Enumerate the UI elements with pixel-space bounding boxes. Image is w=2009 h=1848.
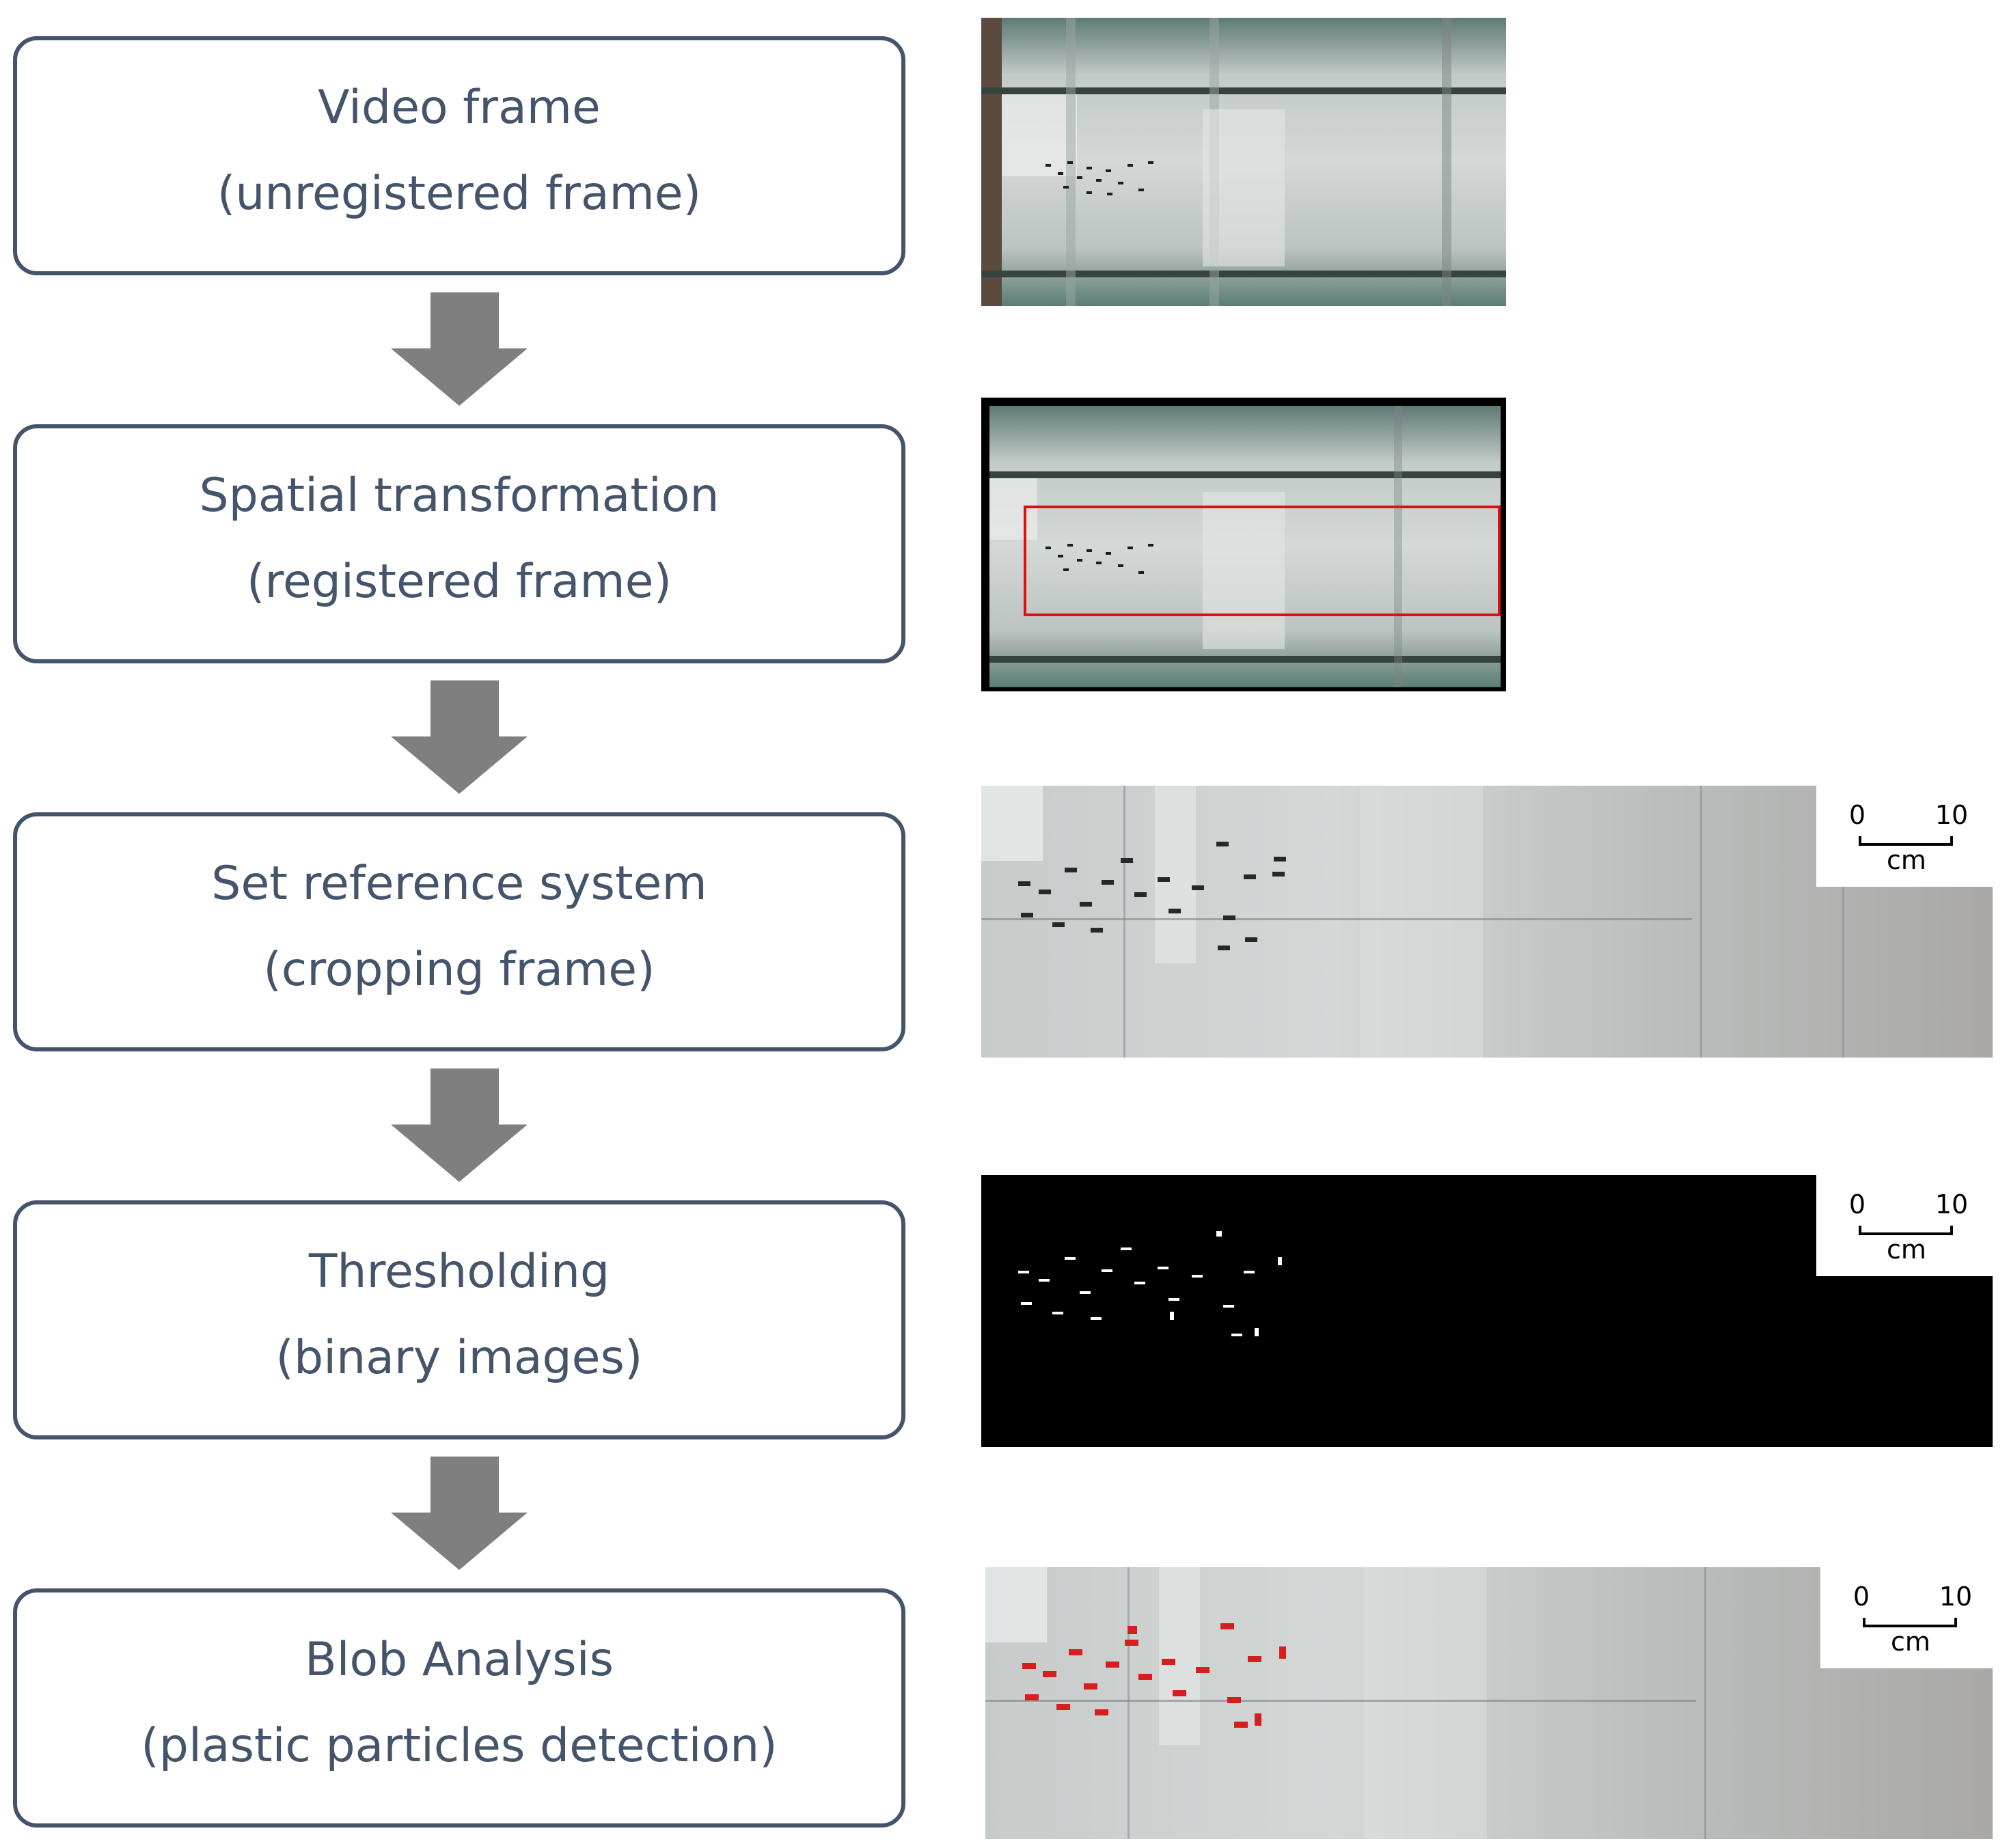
step-subtitle: (cropping frame): [263, 943, 655, 997]
step-box-set-reference-system-border: [13, 812, 905, 1051]
particle-cluster: [1018, 842, 1286, 950]
binary-image: 0 10 cm: [981, 1175, 1993, 1447]
scale-bar-unit: cm: [1891, 1627, 1930, 1657]
step-box-thresholding: Thresholding (binary images): [13, 1200, 905, 1439]
scale-bar-unit: cm: [1887, 1235, 1926, 1265]
scale-bar: 0 10 cm: [1853, 1582, 1972, 1657]
step-title: Thresholding: [308, 1245, 610, 1299]
detected-blob-cluster: [1022, 1623, 1286, 1728]
particle-cluster: [1046, 161, 1153, 195]
step-box-video-frame-border: [13, 36, 905, 275]
step-title: Spatial transformation: [199, 469, 719, 523]
cropped-frame-image: 0 10 cm: [981, 786, 1993, 1058]
down-arrow-icon: [391, 680, 528, 794]
step-subtitle: (plastic particles detection): [141, 1719, 777, 1773]
step-box-blob-analysis: Blob Analysis (plastic particles detecti…: [13, 1588, 905, 1828]
scale-bar-start: 0: [1849, 800, 1866, 830]
particle-cluster: [1046, 544, 1153, 574]
step-title: Video frame: [318, 81, 601, 135]
scale-bar: 0 10 cm: [1849, 800, 1968, 875]
step-box-thresholding-border: [13, 1200, 905, 1439]
step-box-spatial-transformation-border: [13, 424, 905, 663]
step-subtitle: (binary images): [276, 1331, 643, 1385]
scale-bar-end: 10: [1939, 1582, 1972, 1612]
scale-bar-start: 0: [1853, 1582, 1870, 1612]
step-box-set-reference-system: Set reference system (cropping frame): [13, 812, 905, 1051]
step-subtitle: (unregistered frame): [217, 167, 701, 221]
scale-bar-end: 10: [1935, 1189, 1968, 1219]
particle-cluster: [1018, 1231, 1282, 1336]
step-box-video-frame: Video frame (unregistered frame): [13, 36, 905, 275]
video-frame-image: [981, 18, 1506, 306]
down-arrow-icon: [391, 1457, 528, 1570]
scale-bar: 0 10 cm: [1849, 1189, 1968, 1265]
roi-rectangle: [1024, 506, 1501, 616]
step-box-spatial-transformation: Spatial transformation (registered frame…: [13, 424, 905, 663]
blob-analysis-image: 0 10 cm: [985, 1567, 1993, 1839]
down-arrow-icon: [391, 1068, 528, 1182]
step-title: Set reference system: [211, 857, 707, 911]
down-arrow-icon: [391, 292, 528, 406]
step-title: Blob Analysis: [305, 1633, 614, 1687]
step-box-blob-analysis-border: [13, 1588, 905, 1828]
scale-bar-end: 10: [1935, 800, 1968, 830]
step-subtitle: (registered frame): [247, 555, 672, 609]
registered-frame-image: [981, 398, 1506, 691]
scale-bar-unit: cm: [1887, 845, 1926, 875]
scale-bar-start: 0: [1849, 1189, 1866, 1219]
